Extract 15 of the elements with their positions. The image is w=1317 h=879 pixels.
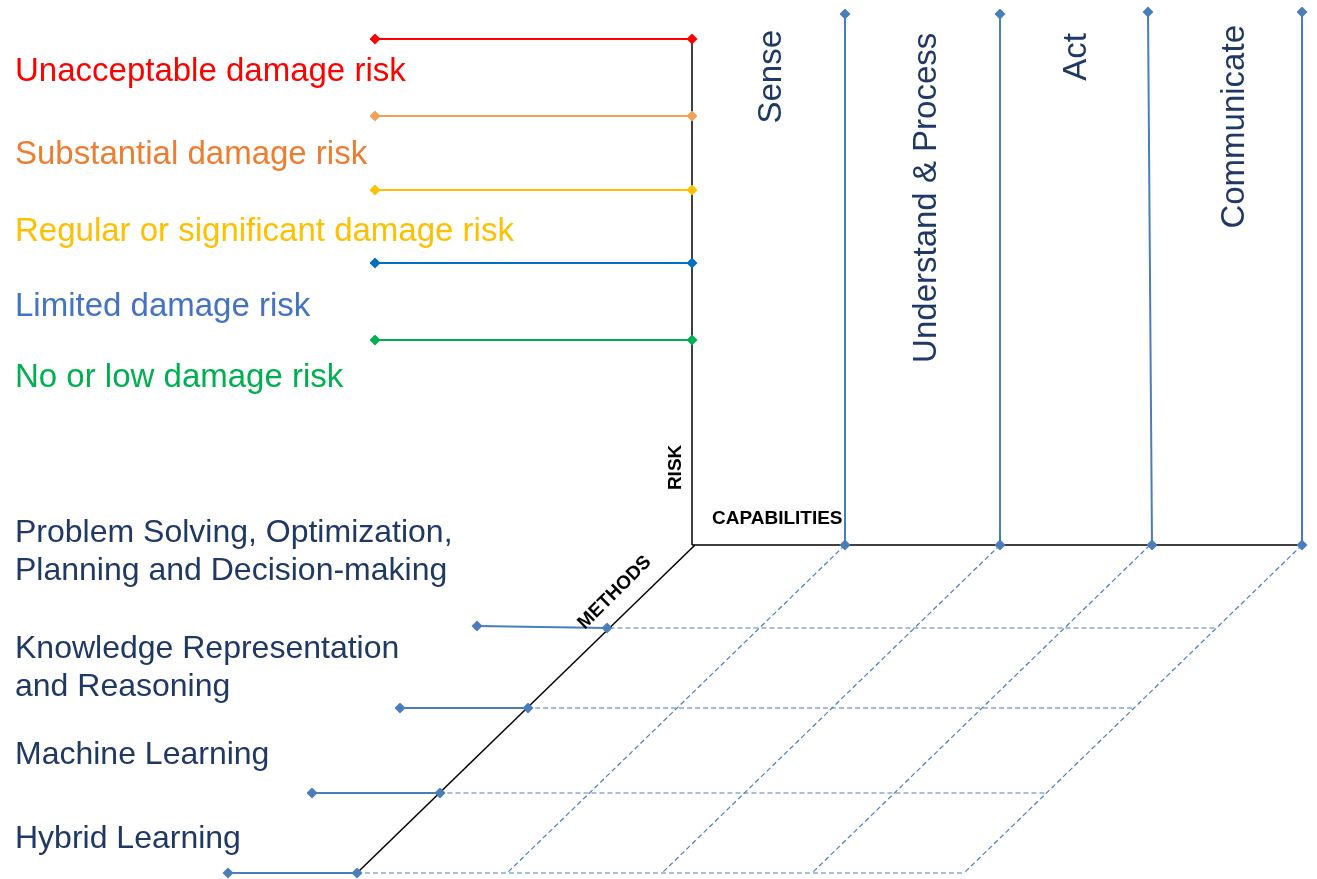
method-label: Hybrid Learning [15, 818, 241, 857]
risk-level-label: Unacceptable damage risk [15, 50, 406, 90]
method-label: Machine Learning [15, 734, 270, 773]
capability-label: Communicate [1213, 25, 1253, 229]
axis-label: CAPABILITIES [712, 507, 843, 530]
risk-level-label: No or low damage risk [15, 356, 344, 396]
risk-level-label: Limited damage risk [15, 285, 311, 325]
axis-label: RISK [664, 445, 687, 491]
capability-label: Sense [750, 30, 790, 124]
risk-level-label: Regular or significant damage risk [15, 210, 514, 250]
method-label: Knowledge Representation and Reasoning [15, 628, 401, 705]
capability-label: Act [1055, 33, 1095, 81]
risk-level-label: Substantial damage risk [15, 133, 368, 173]
capability-label: Understand & Process [905, 33, 945, 364]
method-label: Problem Solving, Optimization, Planning and Decision-making [15, 512, 454, 589]
